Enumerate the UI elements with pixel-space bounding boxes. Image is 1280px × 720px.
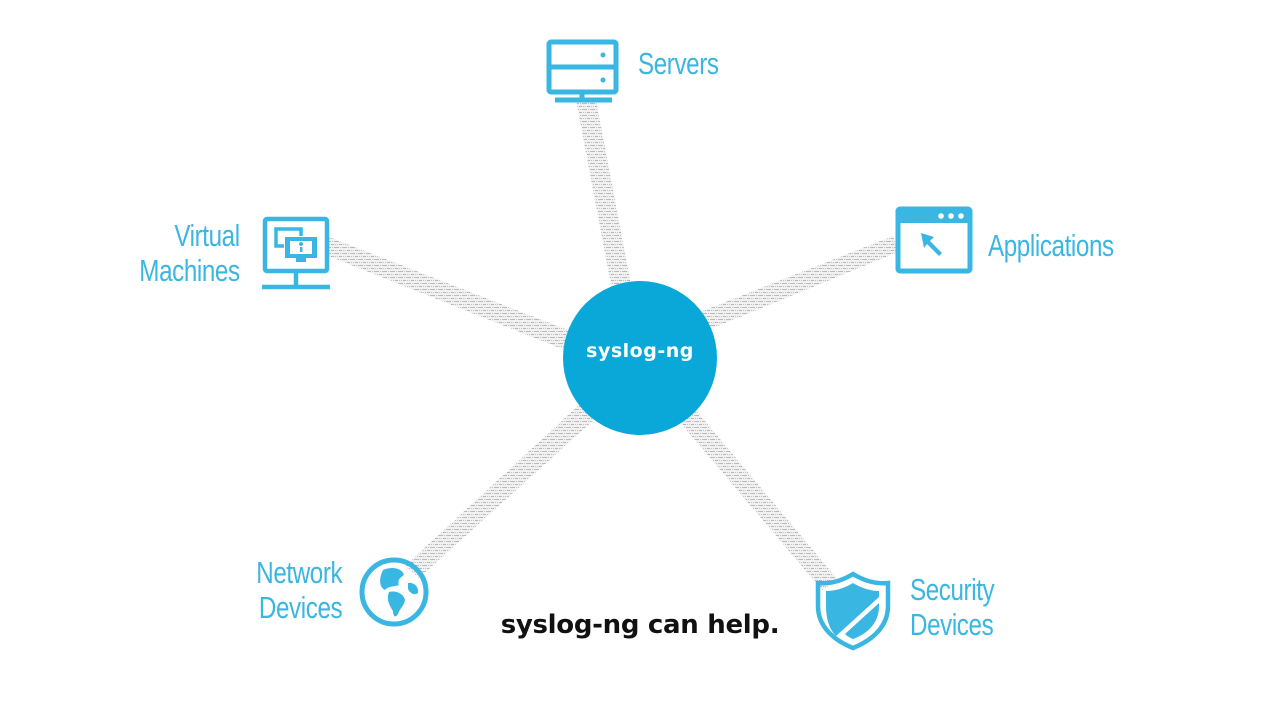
beam-applications: [700, 236, 898, 330]
tagline: syslog-ng can help.: [500, 610, 780, 640]
app-window-cursor-icon: [895, 206, 973, 274]
label-line: Applications: [988, 228, 1114, 263]
node-label-network-devices: Network Devices: [256, 555, 342, 625]
hub-label: syslog-ng: [586, 340, 694, 362]
virtual-machine-monitor-icon: [262, 216, 330, 290]
node-label-virtual-machines: Virtual Machines: [139, 218, 241, 288]
label-line: Network: [256, 555, 342, 590]
server-rack-icon: [546, 39, 619, 103]
connector-beams: [326, 100, 898, 590]
globe-icon: [359, 557, 429, 627]
syslog-ng-hub: [563, 281, 717, 435]
node-label-applications: Applications: [988, 228, 1114, 263]
label-line: Virtual: [174, 218, 241, 253]
label-line: Machines: [139, 253, 241, 288]
beam-virtual-machines: [326, 237, 578, 352]
beam-security-devices: [678, 408, 838, 590]
label-line: Devices: [258, 590, 343, 625]
label-line: Security: [910, 572, 995, 607]
label-line: Devices: [910, 607, 994, 642]
beam-servers: [576, 100, 632, 290]
label-line: Servers: [638, 46, 719, 81]
beam-network-devices: [405, 404, 596, 578]
node-label-security-devices: Security Devices: [910, 572, 995, 642]
shield-icon: [815, 571, 891, 651]
node-label-servers: Servers: [638, 46, 719, 81]
